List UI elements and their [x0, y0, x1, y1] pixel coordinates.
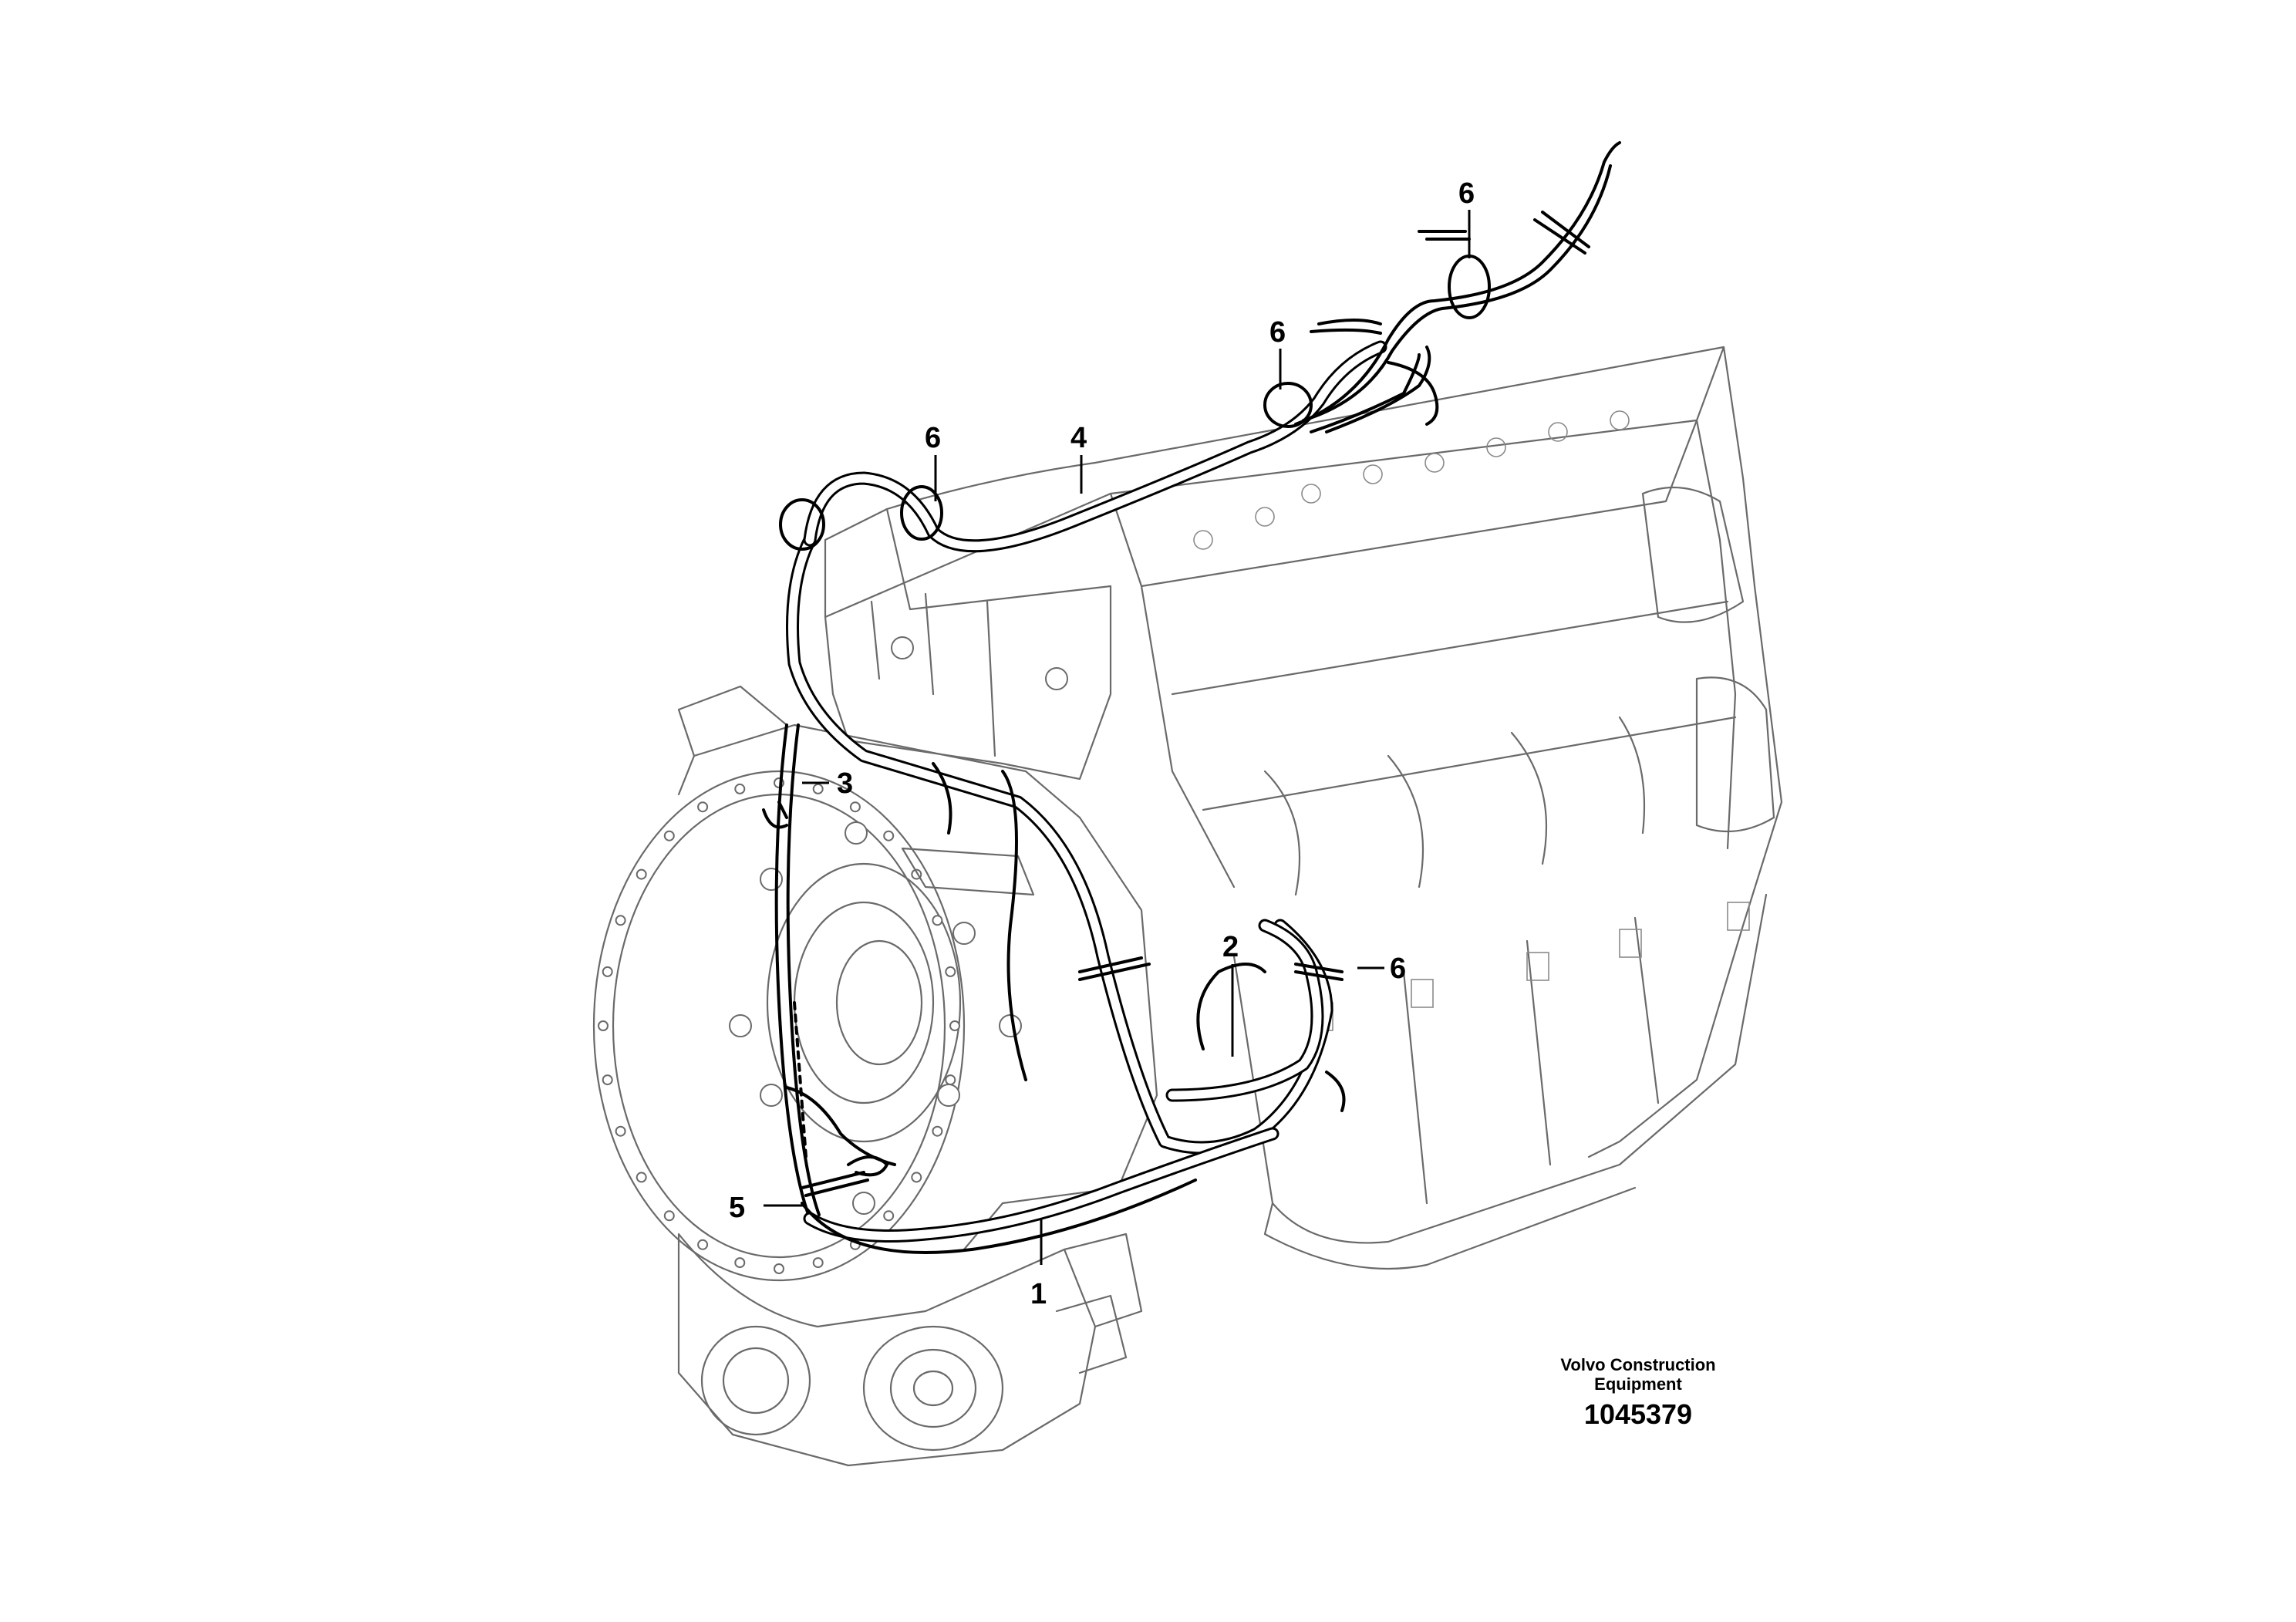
callout-6-left: 6 [925, 422, 941, 454]
flange-bolt [615, 1125, 626, 1137]
flange-bolt [602, 1074, 613, 1086]
flange-bolt [932, 915, 943, 926]
flange-bolt [598, 1020, 609, 1031]
caption-company-line1: Volvo Construction [1560, 1355, 1715, 1374]
flange-bolt [663, 830, 675, 841]
callout-5: 5 [729, 1192, 745, 1224]
flange-bolt [615, 915, 626, 926]
flange-bolt [883, 1210, 895, 1222]
callout-2: 2 [1222, 931, 1239, 963]
callout-3: 3 [837, 767, 853, 800]
flange-bolt [636, 1172, 647, 1183]
flange-bolt [697, 1239, 709, 1250]
caption-block: Volvo Construction Equipment 1045379 [1560, 1355, 1715, 1430]
flange-bolt [911, 1172, 922, 1183]
callout-leaders [764, 210, 1471, 1265]
callout-6-lower: 6 [1390, 953, 1406, 985]
callout-1: 1 [1030, 1278, 1047, 1310]
callout-4: 4 [1070, 422, 1087, 454]
callout-6-top: 6 [1458, 177, 1475, 210]
flange-bolt [734, 1257, 746, 1269]
flange-bolt [945, 966, 956, 977]
flange-bolt [774, 1263, 784, 1274]
flange-bolt [663, 1210, 675, 1222]
flange-bolt [945, 1074, 956, 1086]
flange-bolt [949, 1020, 960, 1031]
caption-company-line2: Equipment [1594, 1374, 1682, 1394]
engine-block-drawing [592, 346, 1783, 1467]
hose-routing [762, 141, 1621, 1254]
flange-bolt [812, 783, 824, 794]
flange-bolt [697, 801, 709, 813]
callout-6-mid: 6 [1269, 316, 1286, 349]
flange-bolt [812, 1257, 824, 1269]
flange-bolt [602, 966, 613, 977]
callout-labels: 1 2 3 4 5 6 6 6 6 [729, 177, 1475, 1310]
flange-bolt [849, 801, 861, 813]
flange-bolt [883, 830, 895, 841]
hose-3 [774, 723, 811, 1220]
flange-bolt [734, 783, 746, 794]
flange-bolt [932, 1125, 943, 1137]
flange-bolt [636, 868, 647, 880]
drawing-number: 1045379 [1584, 1398, 1692, 1430]
